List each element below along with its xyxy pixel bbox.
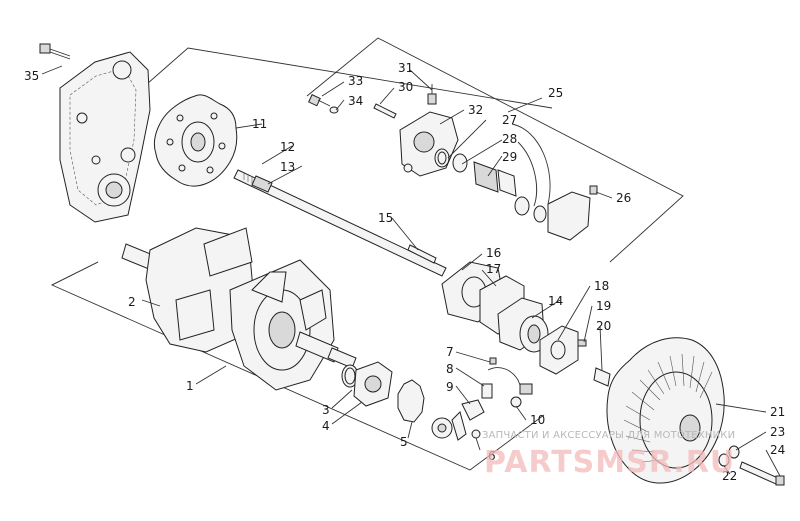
seal-27: [434, 148, 450, 168]
piston-28: [452, 153, 468, 173]
callouts: 35 11 12 13 2 1 3 4 5 6 7 8 9 10 15 16 1…: [24, 61, 785, 483]
drive-shaft: [233, 169, 447, 277]
callout-9: 9: [446, 380, 454, 394]
callout-24: 24: [770, 443, 785, 457]
caliper-half-25: [547, 191, 591, 241]
callout-31: 31: [398, 61, 413, 75]
chaincase-housing: [59, 51, 151, 223]
callout-2: 2: [128, 295, 136, 309]
bolt-24: [739, 461, 785, 486]
watermark-brand: PARTSMSR.RU: [484, 445, 735, 480]
washer-34: [329, 106, 339, 114]
key-15: [407, 244, 437, 264]
bearing-14: [497, 297, 549, 353]
callout-20: 20: [596, 319, 611, 333]
caliper-body-32: [399, 111, 459, 177]
callout-12: 12: [280, 140, 295, 154]
watermark: ЗАПЧАСТИ И АКСЕССУАРЫ ДЛЯ МОТОТЕХНИКИ PA…: [482, 430, 735, 480]
plate-18: [539, 325, 579, 375]
callout-15: 15: [378, 211, 393, 225]
callout-28: 28: [502, 132, 517, 146]
callout-5: 5: [400, 435, 408, 449]
callout-18: 18: [594, 279, 609, 293]
callout-30: 30: [398, 80, 413, 94]
frame-edge: [51, 261, 99, 286]
watermark-text: ЗАПЧАСТИ И АКСЕССУАРЫ ДЛЯ МОТОТЕХНИКИ: [482, 430, 735, 441]
driven-pulley: [606, 337, 725, 484]
callout-13: 13: [280, 160, 295, 174]
snap-ring-3: [341, 364, 359, 388]
callout-14: 14: [548, 294, 563, 308]
callout-8: 8: [446, 362, 454, 376]
callout-29: 29: [502, 150, 517, 164]
callout-3: 3: [322, 403, 330, 417]
bearing-flange-4: [353, 361, 393, 407]
bolt-19: [577, 339, 587, 347]
callout-7: 7: [446, 345, 454, 359]
callout-10: 10: [530, 413, 545, 427]
callout-1: 1: [186, 379, 194, 393]
callout-11: 11: [252, 117, 267, 131]
callout-19: 19: [596, 299, 611, 313]
bleeder-31: [427, 84, 437, 105]
caliper-bolt-33: [308, 94, 331, 107]
callout-22: 22: [722, 469, 737, 483]
spacer-20: [593, 367, 611, 387]
callout-27: 27: [502, 113, 517, 127]
piston-right: [514, 196, 547, 223]
frame-brake-group: [306, 37, 684, 263]
callout-32: 32: [468, 103, 483, 117]
callout-6: 6: [488, 449, 496, 463]
callout-33: 33: [348, 74, 363, 88]
callout-35: 35: [24, 69, 39, 83]
callout-34: 34: [348, 94, 363, 108]
drive-axle-assembly: [121, 227, 357, 391]
pin-30: [373, 103, 397, 119]
brake-pads-29: [473, 161, 517, 197]
callout-23: 23: [770, 425, 785, 439]
callout-25: 25: [548, 86, 563, 100]
brake-disc: [153, 94, 238, 187]
bleeder-26: [589, 185, 598, 195]
callout-17: 17: [486, 262, 501, 276]
callout-4: 4: [322, 419, 330, 433]
sprocket-5: [397, 379, 425, 423]
washer-23: [728, 445, 740, 459]
leader-lines: [41, 65, 781, 477]
sensor-assembly: [451, 357, 533, 441]
callout-16: 16: [486, 246, 501, 260]
bolt-35: [39, 43, 71, 60]
gear-small: [431, 417, 453, 439]
callout-26: 26: [616, 191, 631, 205]
callout-21: 21: [770, 405, 785, 419]
